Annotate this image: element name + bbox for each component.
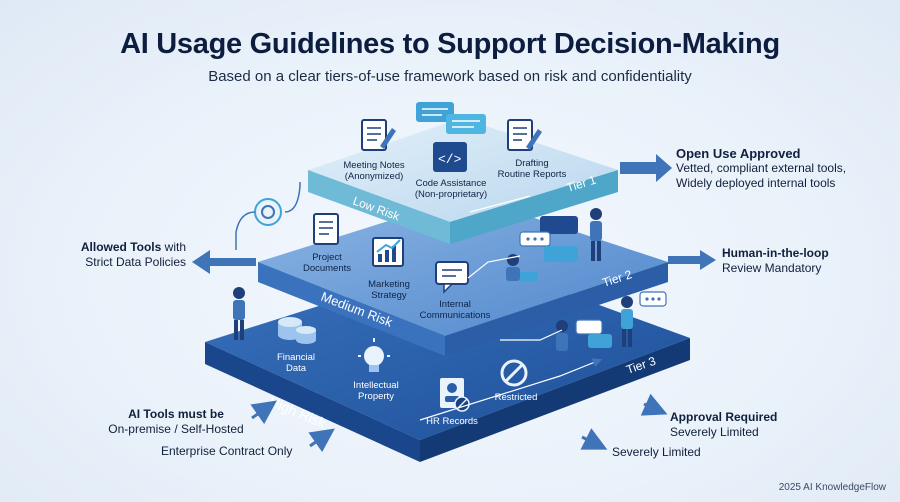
person-figure-icon	[233, 287, 245, 340]
arrow-ai-tools	[250, 400, 277, 425]
callout-allowed-tools: Allowed Tools with Strict Data Policies	[66, 240, 186, 270]
tier-2-right-side	[445, 262, 668, 356]
page-title: AI Usage Guidelines to Support Decision-…	[120, 28, 780, 60]
item-intellectual-property-label: Intellectual Property	[353, 380, 399, 402]
svg-text:</>: </>	[438, 152, 462, 167]
person-figure-icon	[556, 320, 568, 351]
connector-line	[500, 329, 563, 341]
lightbulb-icon	[358, 338, 390, 372]
item-code-assistance-label: Code Assistance (Non-proprietary)	[414, 178, 488, 200]
callout-ai-tools-line2: On-premise / Self-Hosted	[108, 422, 244, 436]
item-meeting-notes-label: Meeting Notes (Anonymized)	[343, 160, 405, 182]
coins-icon	[278, 317, 316, 344]
ai-network-icon	[235, 182, 301, 250]
chat-bubble-icon	[519, 216, 578, 262]
connector-line	[469, 195, 531, 213]
callout-allowed-tools-suffix: with	[161, 240, 186, 254]
arrow-approval	[640, 393, 668, 416]
arrow-open-use	[620, 154, 672, 182]
connector-line	[467, 255, 521, 279]
callout-allowed-tools-line2: Strict Data Policies	[85, 255, 186, 269]
callout-human-loop-line1: Human-in-the-loop	[722, 246, 829, 260]
callout-open-use-heading: Open Use Approved	[676, 146, 801, 161]
callout-open-use: Open Use Approved Vetted, compliant exte…	[676, 146, 846, 191]
item-hr-records-label: HR Records	[426, 416, 478, 427]
arrow-severely	[580, 428, 608, 450]
callout-approval: Approval Required Severely Limited	[670, 410, 777, 440]
chart-icon	[372, 237, 404, 267]
arrow-enterprise	[308, 428, 335, 453]
callout-enterprise: Enterprise Contract Only	[161, 444, 293, 458]
person-figure-icon	[590, 208, 602, 261]
code-icon: </>	[433, 142, 467, 172]
callout-approval-heading: Approval Required	[670, 410, 778, 424]
callout-ai-tools: AI Tools must be On-premise / Self-Hoste…	[96, 407, 256, 437]
chat-icon	[435, 261, 469, 294]
callout-open-use-line2: Widely deployed internal tools	[676, 176, 836, 190]
connector-line	[419, 358, 603, 421]
person-figure-icon	[621, 296, 633, 347]
callout-approval-line2: Severely Limited	[670, 425, 759, 439]
callout-human-loop: Human-in-the-loop Review Mandatory	[722, 246, 829, 276]
callout-open-use-line1: Vetted, compliant external tools,	[676, 161, 847, 175]
item-project-documents-label: Project Documents	[302, 252, 352, 274]
callout-severely: Severely Limited	[612, 445, 701, 459]
page-subtitle: Based on a clear tiers-of-use framework …	[208, 68, 692, 85]
chat-bubble-icon	[575, 291, 667, 348]
document-icon	[361, 119, 396, 151]
arrow-allowed-tools	[192, 250, 256, 274]
chat-bubbles-icon	[416, 102, 486, 134]
document-icon	[313, 213, 339, 245]
item-internal-communications-label: Internal Communications	[419, 299, 491, 321]
document-pen-icon	[507, 119, 542, 151]
tier-2-left-side	[258, 262, 445, 356]
tier-1-left-side	[308, 170, 450, 244]
prohibited-icon	[500, 359, 528, 387]
item-drafting-label: Drafting Routine Reports	[497, 158, 567, 180]
item-financial-data-label: Financial Data	[276, 352, 316, 374]
callout-ai-tools-heading: AI Tools must be	[128, 407, 224, 421]
tier-3-right-side	[420, 338, 690, 462]
callout-human-loop-line2: Review Mandatory	[722, 261, 822, 275]
callout-allowed-tools-heading: Allowed Tools	[80, 240, 162, 254]
tier-1-right-side	[450, 170, 618, 244]
item-restricted-label: Restricted	[494, 392, 538, 403]
arrow-human-loop	[668, 250, 716, 270]
footer-credit: 2025 AI KnowledgeFlow	[778, 482, 886, 493]
tier-3-left-side	[205, 342, 420, 462]
item-marketing-strategy-label: Marketing Strategy	[368, 279, 410, 301]
